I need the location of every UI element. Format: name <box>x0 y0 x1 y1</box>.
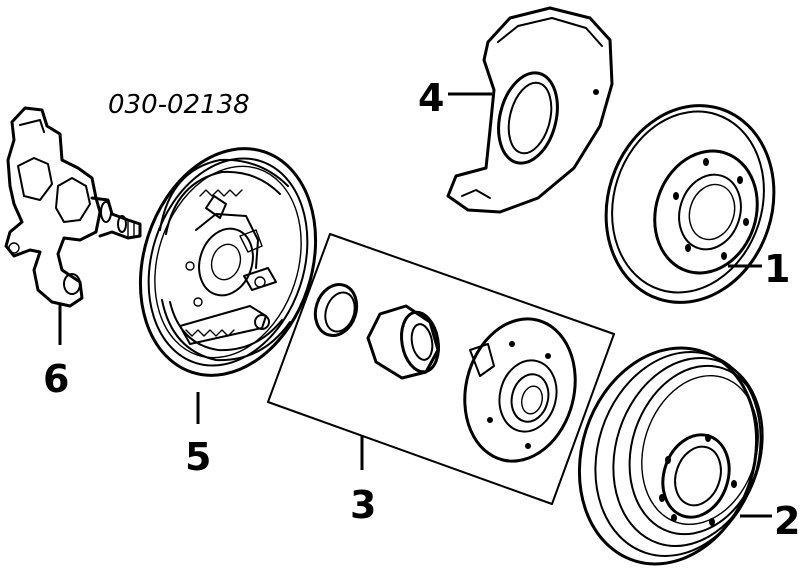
callout-6: 6 <box>43 357 69 401</box>
callout-3: 3 <box>350 483 376 527</box>
callout-2: 2 <box>774 499 800 543</box>
dust-shield <box>446 6 614 214</box>
steering-knuckle <box>4 106 142 308</box>
callout-5: 5 <box>185 435 211 479</box>
brake-drum <box>577 346 764 566</box>
callout-4: 4 <box>418 76 444 120</box>
callout-1: 1 <box>764 247 790 291</box>
brake-disc <box>604 104 776 304</box>
hub-bearing-kit <box>267 233 615 505</box>
part-number-label: 030-02138 <box>108 90 250 120</box>
backing-plate-assembly <box>138 147 318 377</box>
